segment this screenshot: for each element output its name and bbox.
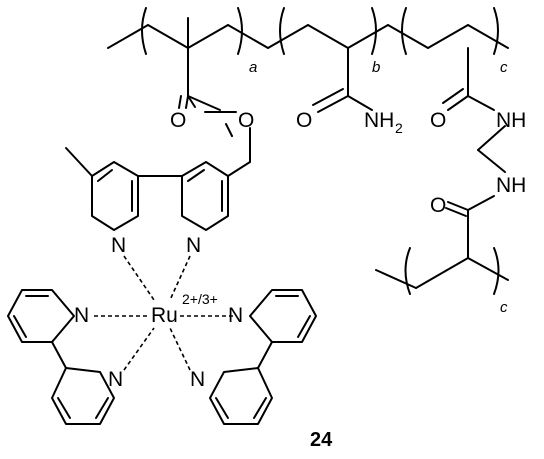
bisamide-crosslinker — [442, 47, 506, 259]
atom-n-bpy3-bottom: N — [190, 368, 205, 391]
subscript-a: a — [249, 59, 257, 76]
polymer-backbone — [107, 17, 509, 49]
atom-o-bisamide-mid: O — [430, 194, 446, 217]
compound-number: 24 — [310, 429, 333, 451]
atom-nh2: NH — [364, 109, 394, 132]
atom-n-bpy2-bottom: N — [108, 368, 123, 391]
bipyridine-ligand-methyl — [65, 147, 229, 231]
atom-o-bisamide-top: O — [430, 109, 446, 132]
lower-polymer-chain — [375, 247, 509, 295]
coordination-bonds — [94, 255, 234, 371]
bipyridine-ligand-right — [209, 289, 317, 425]
atom-o-amide: O — [296, 109, 312, 132]
subscript-c-top: c — [500, 59, 508, 76]
atom-nh-mid: NH — [496, 174, 526, 197]
atom-n-bpy1-left: N — [111, 234, 126, 257]
atom-o-ester-link: O — [238, 109, 254, 132]
atom-o-ester-carbonyl: O — [170, 109, 186, 132]
atom-nh-top: NH — [496, 109, 526, 132]
atom-n-bpy2-top: N — [74, 304, 89, 327]
ester-group — [178, 47, 251, 163]
atom-n-bpy1-right: N — [186, 234, 201, 257]
atom-ru: Ru — [151, 304, 178, 327]
amide-group — [312, 47, 373, 113]
bipyridine-ligand-left — [7, 289, 115, 425]
subscript-c-bottom: c — [500, 299, 508, 316]
atom-n-bpy3-top: N — [228, 304, 243, 327]
bond-ch2 — [227, 161, 251, 177]
ru-charge: 2+/3+ — [182, 291, 218, 307]
subscript-b: b — [372, 59, 380, 76]
atom-nh2-subscript: 2 — [395, 120, 403, 136]
repeat-brackets — [141, 7, 499, 55]
